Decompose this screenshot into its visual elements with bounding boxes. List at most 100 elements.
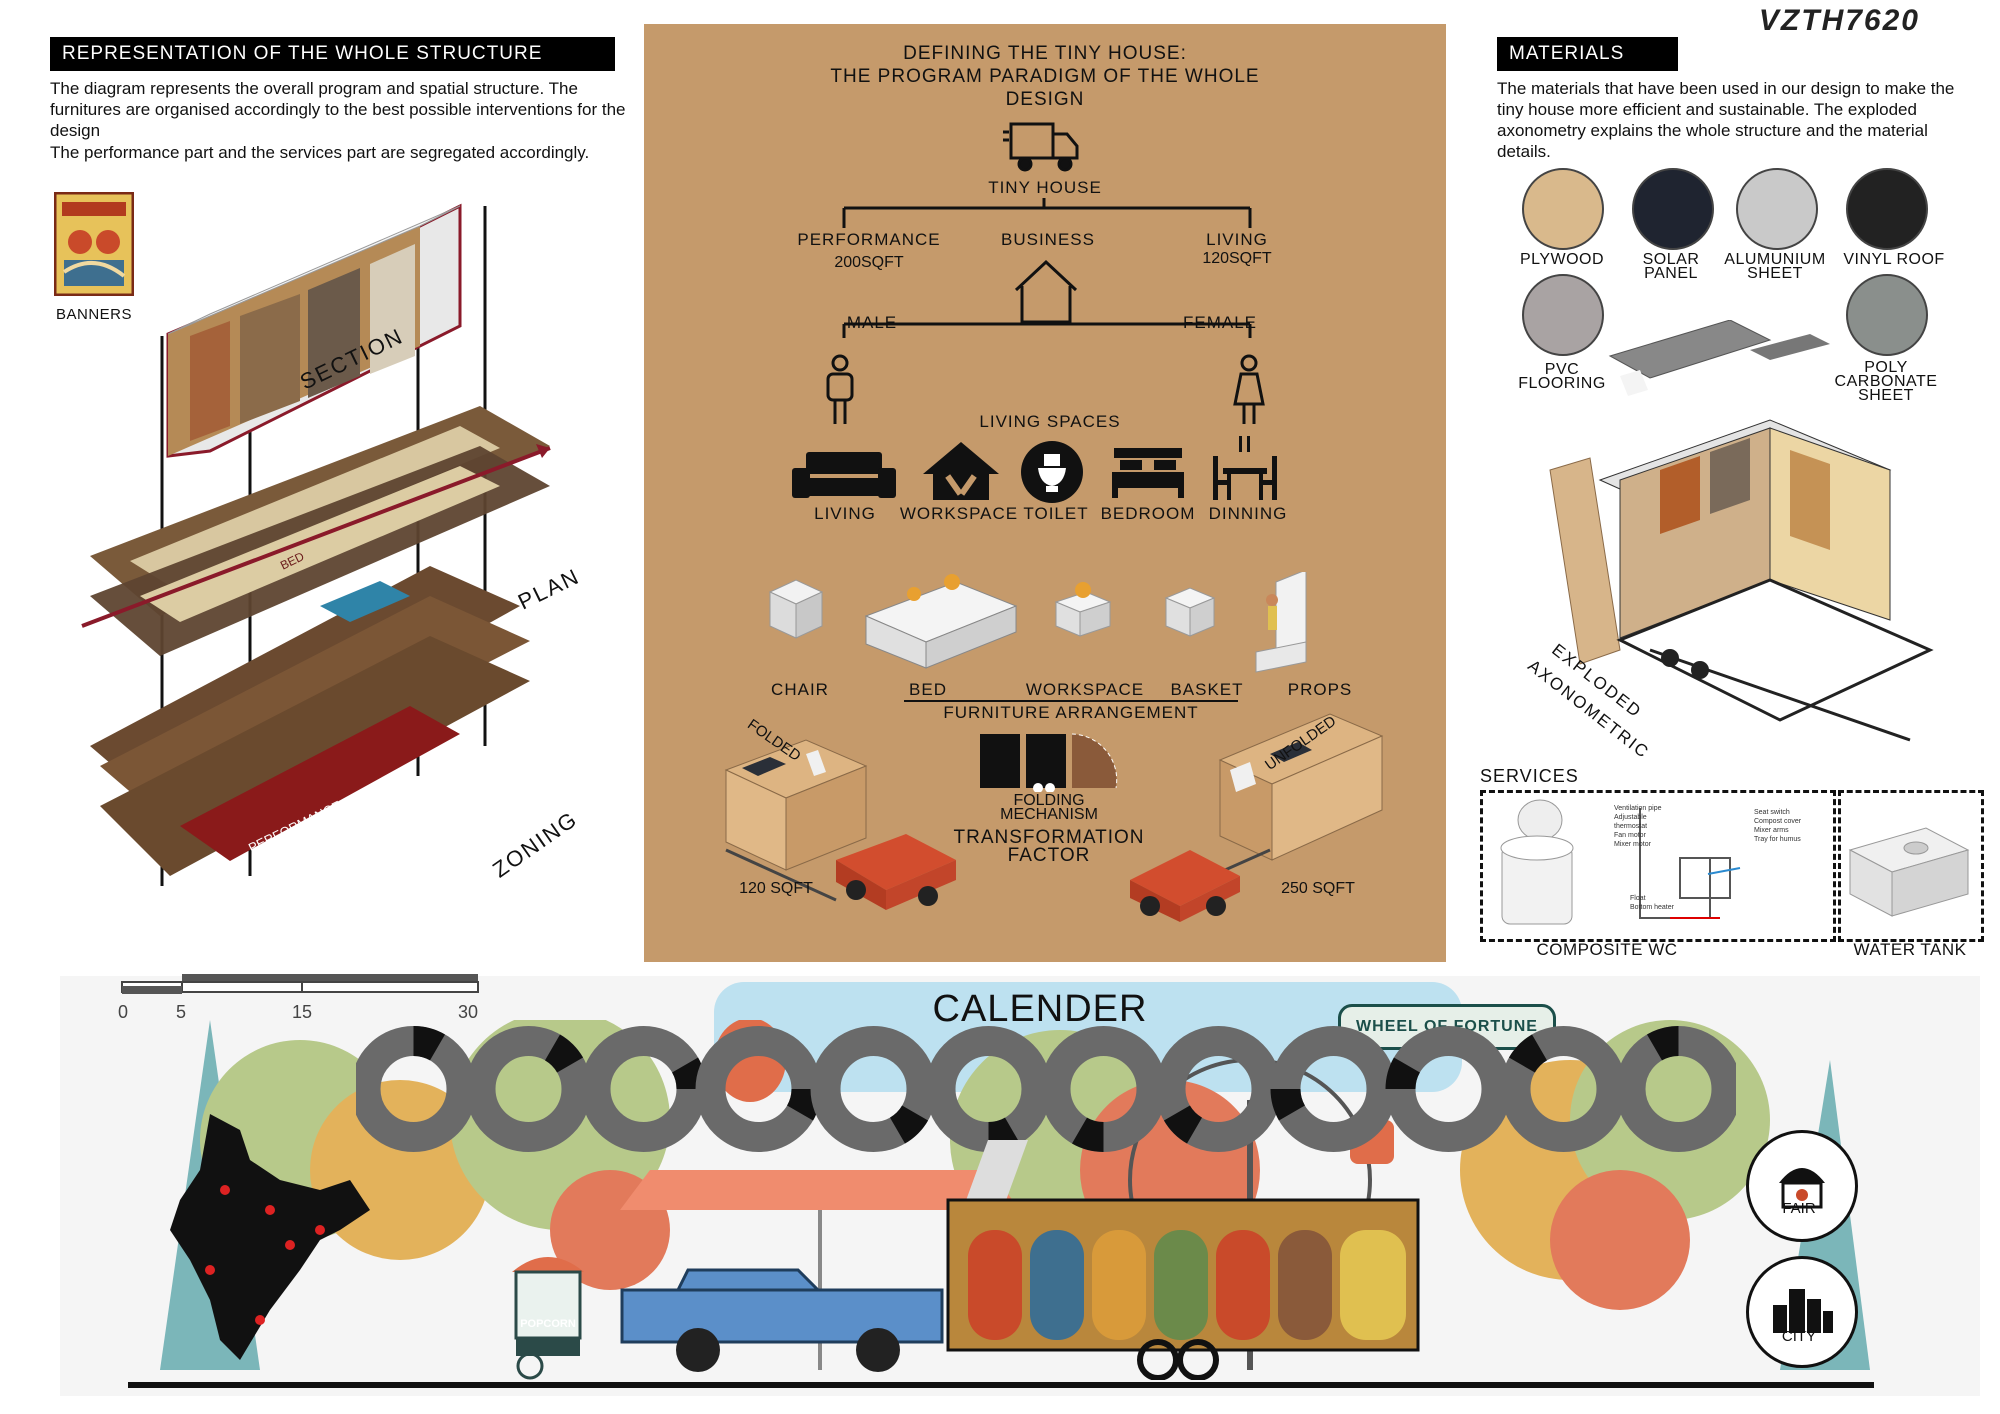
polycarbonate-swatch xyxy=(1846,274,1928,356)
furniture-modules xyxy=(766,569,1326,682)
furniture-basket: BASKET xyxy=(1170,680,1244,699)
vinyl-roof-label: VINYL ROOF xyxy=(1843,251,1945,268)
props-module xyxy=(1255,569,1307,673)
section-block xyxy=(166,203,462,458)
zoning-layer xyxy=(90,566,530,876)
solar-panel-swatch xyxy=(1632,168,1714,250)
popcorn-cart xyxy=(508,1242,588,1382)
month-highlight xyxy=(671,1057,707,1090)
living-area: 120SQFT xyxy=(1202,250,1272,267)
basket-module xyxy=(1164,587,1216,637)
materials-header: MATERIALS xyxy=(1497,37,1678,71)
month-donut xyxy=(810,1026,937,1152)
month-highlight xyxy=(889,1104,929,1144)
bed-module xyxy=(864,574,1018,669)
wc-schematic: Ventilation pipe Adjustable thermostat F… xyxy=(1590,798,1826,932)
city-label: CITY xyxy=(1781,1328,1817,1345)
living-label: LIVING xyxy=(1206,230,1268,249)
female-icon xyxy=(1231,354,1267,426)
popcorn-label: POPCORN xyxy=(520,1318,576,1330)
calender-title: CALENDER xyxy=(932,988,1148,1030)
pvc-label-1: PVC xyxy=(1544,361,1580,378)
calendar-donuts xyxy=(350,1024,1742,1154)
transformation-label-2: FACTOR xyxy=(1007,845,1091,866)
month-donut xyxy=(1500,1026,1627,1152)
tiny-house-truck xyxy=(618,1140,1438,1381)
month-highlight xyxy=(1270,1088,1306,1121)
poly-label-3: SHEET xyxy=(1858,387,1914,404)
fair-badge xyxy=(1746,1130,1858,1242)
truck-icon xyxy=(1003,118,1083,178)
month-highlight xyxy=(1385,1057,1421,1090)
structure-header: REPRESENTATION OF THE WHOLE STRUCTURE xyxy=(50,37,615,71)
wc-note-thermostat: Adjustable thermostat xyxy=(1614,814,1648,830)
wc-note-ventilation: Ventilation pipe xyxy=(1614,805,1662,812)
plywood-label: PLYWOOD xyxy=(1519,251,1605,268)
furniture-props: PROPS xyxy=(1287,680,1353,699)
exploded-axonometric xyxy=(1530,319,1970,760)
ground-line xyxy=(128,1382,1874,1388)
banner-thumbnail xyxy=(53,191,135,297)
plywood-swatch xyxy=(1522,168,1604,250)
space-living: LIVING xyxy=(814,504,876,523)
tiny-house-label: TINY HOUSE xyxy=(988,178,1102,197)
scale-bar xyxy=(120,972,480,1002)
fair-label: FAIR xyxy=(1782,1200,1816,1217)
toilet-icon xyxy=(1020,440,1084,504)
month-highlight xyxy=(1647,1026,1680,1061)
wc-note-fan: Fan motor xyxy=(1614,832,1646,839)
month-highlight xyxy=(412,1026,445,1061)
water-tank-label: WATER TANK xyxy=(1853,940,1967,959)
layers-diagram xyxy=(80,186,600,956)
month-highlight xyxy=(987,1117,1020,1152)
sofa-icon xyxy=(792,450,896,502)
banners-label: BANNERS xyxy=(55,306,133,323)
plan-layer xyxy=(81,406,551,656)
chair-module xyxy=(768,579,824,639)
sheet-id: VZTH7620 xyxy=(1758,4,1920,37)
performance-area: 200SQFT xyxy=(834,254,904,271)
transformation-label-1: TRANSFORMATION xyxy=(953,827,1145,848)
area-folded: 120 SQFT xyxy=(739,880,813,897)
services-label: SERVICES xyxy=(1480,766,1579,786)
composite-wc-illustration xyxy=(1490,796,1580,930)
wc-note-tray: Tray for humus xyxy=(1754,836,1801,843)
living-spaces-label: LIVING SPACES xyxy=(979,412,1121,431)
scale-tick-15: 15 xyxy=(292,1002,313,1022)
workspace-icon xyxy=(921,440,1001,502)
furniture-workspace: WORKSPACE xyxy=(1025,680,1145,699)
composite-wc-box xyxy=(1480,790,1836,942)
aluminium-sheet-swatch xyxy=(1736,168,1818,250)
folded-truck xyxy=(706,710,966,930)
program-title-2: THE PROGRAM PARADIGM OF THE WHOLE xyxy=(830,66,1260,87)
scale-tick-5: 5 xyxy=(176,1002,187,1022)
male-label: MALE xyxy=(846,313,898,332)
program-title-1: DEFINING THE TINY HOUSE: xyxy=(903,43,1187,64)
solar-panel-label-2: PANEL xyxy=(1644,265,1698,282)
male-icon xyxy=(822,354,858,426)
wc-note-compost: Compost cover xyxy=(1754,818,1802,825)
furniture-divider xyxy=(904,700,1238,702)
space-bedroom: BEDROOM xyxy=(1100,504,1196,523)
poly-label-2: CARBONATE xyxy=(1834,373,1938,390)
month-highlight xyxy=(1163,1104,1203,1144)
pvc-label-2: FLOORING xyxy=(1518,375,1606,392)
vinyl-roof-swatch xyxy=(1846,168,1928,250)
month-highlight xyxy=(1072,1117,1105,1152)
pvc-flooring-swatch xyxy=(1522,274,1604,356)
structure-description-2: The performance part and the services pa… xyxy=(50,143,590,162)
workspace-module xyxy=(1054,582,1112,637)
dining-icon xyxy=(1213,434,1277,502)
furniture-chair: CHAIR xyxy=(771,680,829,699)
water-tank-box xyxy=(1838,790,1984,942)
area-unfolded: 250 SQFT xyxy=(1281,880,1355,897)
wc-note-heater: Bottom heater xyxy=(1630,904,1674,911)
wc-note-seat: Seat switch xyxy=(1754,809,1790,816)
water-tank-illustration xyxy=(1846,820,1972,920)
furniture-bed: BED xyxy=(909,680,947,699)
folding-label-1: FOLDING xyxy=(1013,792,1085,809)
wc-note-float: Float xyxy=(1630,895,1646,902)
month-highlight xyxy=(1508,1034,1548,1074)
solar-panel-label-1: SOLAR xyxy=(1642,251,1700,268)
scale-tick-30: 30 xyxy=(458,1002,479,1022)
